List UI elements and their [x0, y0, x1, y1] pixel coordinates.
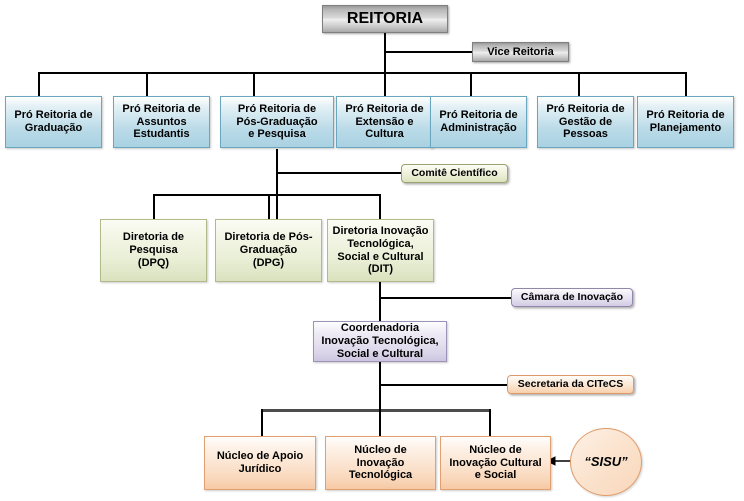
- node-nucleo-inovacao-cultural-social[interactable]: Núcleo de Inovação Cultural e Social: [440, 436, 551, 490]
- connector-drop-nucleo-tecnologica: [379, 409, 381, 436]
- node-vice-reitoria[interactable]: Vice Reitoria: [472, 42, 569, 62]
- connector-drop-posgraduacao: [253, 72, 255, 96]
- connector-drop-assuntos: [146, 72, 148, 96]
- connector-drop-graduacao: [38, 72, 40, 96]
- node-secretaria-citecs[interactable]: Secretaria da CITeCS: [507, 375, 634, 394]
- connector-reitoria-stem: [384, 32, 386, 89]
- connector-drop-dit: [379, 194, 381, 219]
- node-pro-reitoria-planejamento[interactable]: Pró Reitoria de Planejamento: [637, 96, 734, 148]
- node-pro-reitoria-pos-graduacao-pesquisa[interactable]: Pró Reitoria de Pós-Graduação e Pesquisa: [220, 96, 334, 148]
- node-diretoria-pesquisa[interactable]: Diretoria de Pesquisa (DPQ): [100, 219, 207, 282]
- connector-nucleos-bus: [261, 409, 491, 412]
- connector-drop-nucleo-juridico: [261, 409, 263, 436]
- node-pro-reitoria-administracao[interactable]: Pró Reitoria de Administração: [430, 96, 527, 148]
- connector-proreitoria-bus: [38, 72, 686, 74]
- node-pro-reitoria-assuntos-estudantis[interactable]: Pró Reitoria de Assuntos Estudantis: [113, 96, 210, 148]
- connector-drop-dpq: [153, 194, 155, 219]
- node-coordenadoria-inovacao[interactable]: Coordenadoria Inovação Tecnológica, Soci…: [313, 321, 447, 362]
- node-comite-cientifico[interactable]: Comitê Científico: [401, 164, 508, 183]
- node-camara-inovacao[interactable]: Câmara de Inovação: [511, 288, 633, 307]
- connector-reitoria-vice: [384, 51, 473, 53]
- node-reitoria[interactable]: REITORIA: [322, 5, 448, 33]
- bidirectional-arrow-icon: [550, 456, 576, 466]
- connector-secretaria-link: [379, 384, 507, 386]
- connector-dit-stem: [379, 282, 381, 321]
- node-diretoria-inovacao[interactable]: Diretoria Inovação Tecnológica, Social e…: [327, 219, 434, 282]
- connector-drop-planejamento: [685, 72, 687, 96]
- connector-drop-dpg: [268, 194, 270, 219]
- connector-coordenadoria-stem: [379, 362, 381, 410]
- node-sisu[interactable]: “SISU”: [570, 428, 642, 496]
- connector-drop-gestao: [578, 72, 580, 96]
- node-pro-reitoria-graduacao[interactable]: Pró Reitoria de Graduação: [5, 96, 102, 148]
- connector-drop-administracao: [470, 72, 472, 96]
- node-nucleo-inovacao-tecnologica[interactable]: Núcleo de Inovação Tecnológica: [325, 436, 436, 490]
- node-diretoria-pos-graduacao[interactable]: Diretoria de Pós- Graduação (DPG): [215, 219, 322, 282]
- connector-drop-extensao: [384, 72, 386, 96]
- connector-posgraduacao-stem: [276, 149, 278, 219]
- connector-comite-link: [276, 172, 401, 174]
- node-pro-reitoria-extensao-cultura[interactable]: Pró Reitoria de Extensão e Cultura: [336, 96, 433, 148]
- connector-drop-nucleo-cultural: [489, 409, 491, 436]
- node-nucleo-apoio-juridico[interactable]: Núcleo de Apoio Jurídico: [204, 436, 316, 490]
- node-pro-reitoria-gestao-pessoas[interactable]: Pró Reitoria de Gestão de Pessoas: [537, 96, 634, 148]
- connector-diretorias-bus: [153, 194, 381, 196]
- connector-camara-link: [379, 297, 511, 299]
